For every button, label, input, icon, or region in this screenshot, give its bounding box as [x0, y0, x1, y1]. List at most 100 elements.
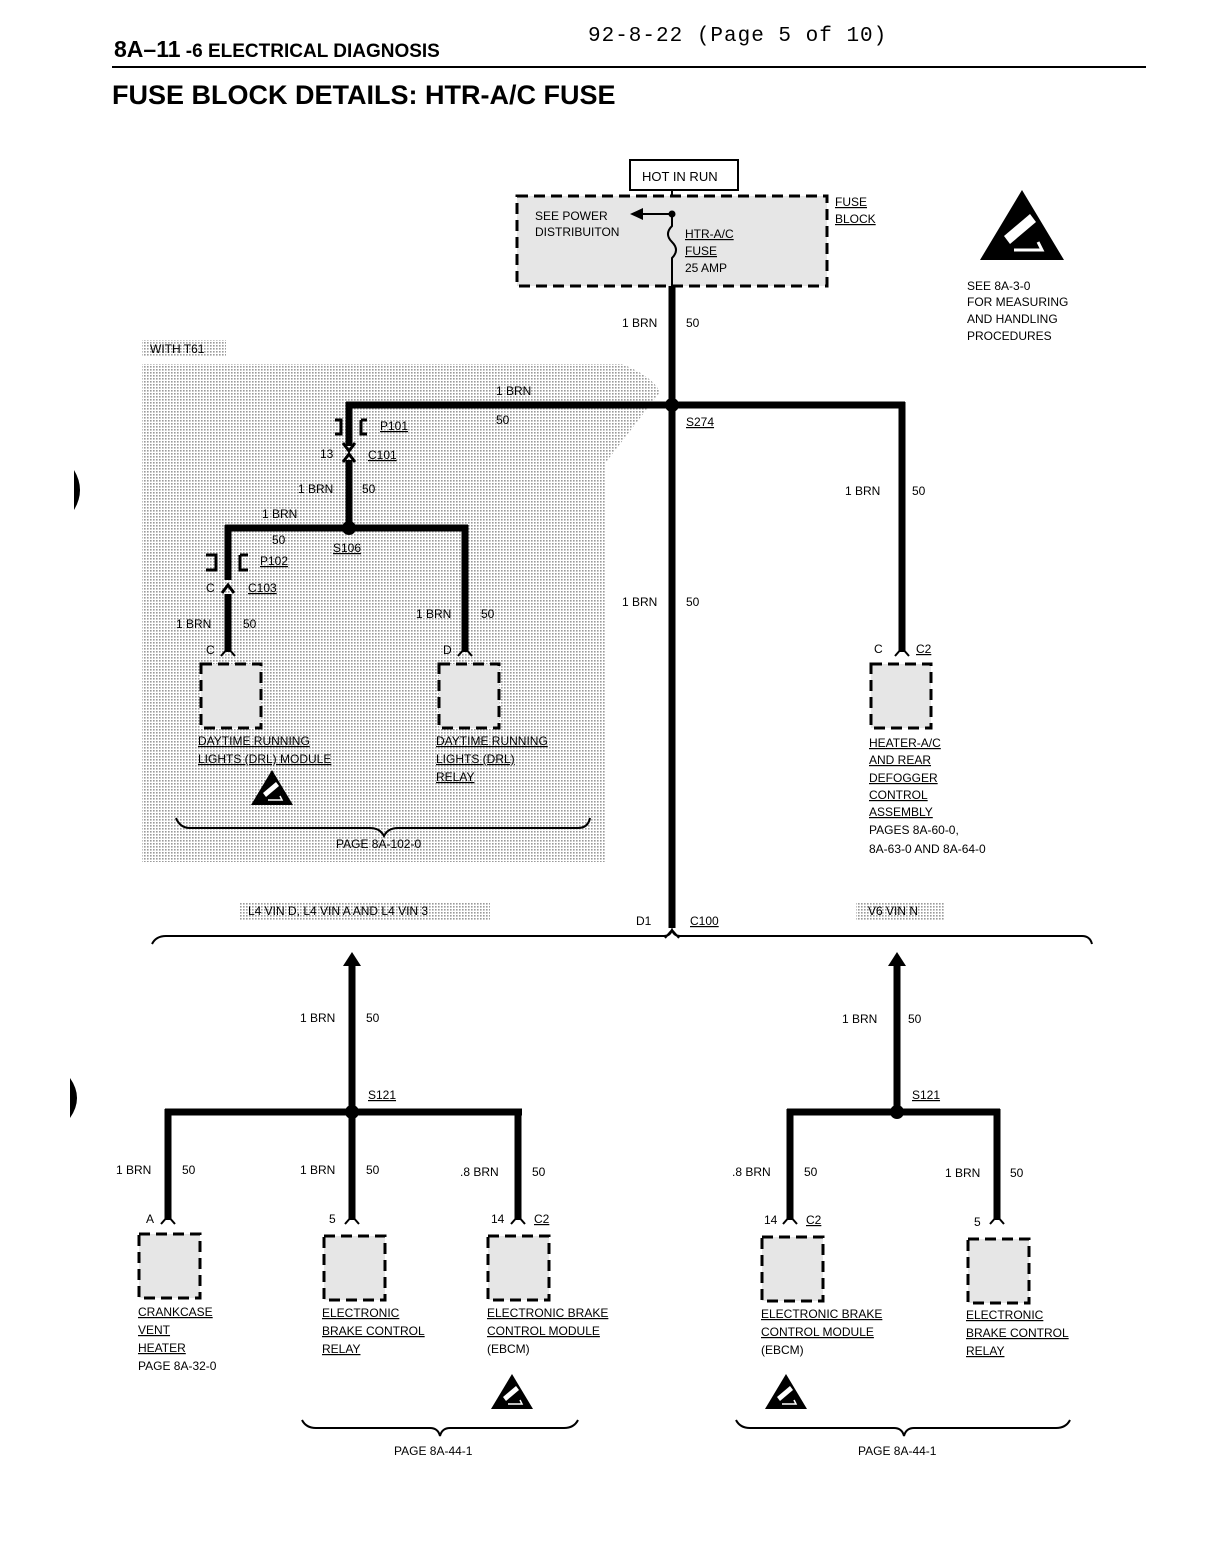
ebcm-left-connector [510, 1214, 526, 1225]
wire-circuit-trunk-1: 50 [686, 316, 700, 330]
wire-circuit-ebcr-left: 50 [366, 1163, 380, 1177]
ebcr-right-line-1: ELECTRONIC [966, 1308, 1044, 1322]
wire-label-ebcm-left: .8 BRN [460, 1165, 499, 1179]
wire-label-trunk-1: 1 BRN [622, 316, 657, 330]
p102-label: P102 [260, 554, 288, 568]
ebcr-right [966, 1237, 1031, 1305]
ebcm-right-line-2: CONTROL MODULE [761, 1325, 874, 1339]
ebcm-left-abbr: (EBCM) [487, 1342, 530, 1356]
wire-circuit-trunk-2: 50 [686, 595, 700, 609]
with-t61-tag: WITH T61 [150, 342, 205, 356]
wire-circuit-s106: 50 [272, 533, 286, 547]
wire-circuit-ebcm-left: 50 [532, 1165, 546, 1179]
ebcr-left-line-2: BRAKE CONTROL [322, 1324, 425, 1338]
page-title: FUSE BLOCK DETAILS: HTR-A/C FUSE [112, 80, 616, 110]
p101-connector-male [341, 442, 357, 454]
v6-s121-label: S121 [912, 1088, 940, 1102]
heater-conn: C2 [916, 642, 932, 656]
heater-pages-1: PAGES 8A-60-0, [869, 823, 959, 837]
v6-arrow [888, 952, 906, 966]
option-split-brace [151, 926, 1093, 945]
fuse-name-3: 25 AMP [685, 261, 727, 275]
heater-line-1: HEATER-A/C [869, 736, 941, 750]
heater-line-4: CONTROL [869, 788, 928, 802]
page-right: PAGE 8A-44-1 [858, 1444, 937, 1458]
ebcr-right-line-2: BRAKE CONTROL [966, 1326, 1069, 1340]
fuse-block-label-1: FUSE [835, 195, 867, 209]
wire-label-drl-feed: 1 BRN [298, 482, 333, 496]
drl-relay-line-3: RELAY [436, 770, 474, 784]
ebcr-right-line-3: RELAY [966, 1344, 1004, 1358]
wire-circuit-drl-feed: 50 [362, 482, 376, 496]
with-t61-region [142, 364, 660, 862]
esd-note-3: AND HANDLING [967, 312, 1058, 326]
fuse-name-1: HTR-A/C [685, 227, 734, 241]
wire-circuit-drl-relay: 50 [481, 607, 495, 621]
c101-pin: 13 [320, 447, 334, 461]
section-number: 8A–11 [114, 36, 181, 62]
s274-splice [665, 398, 679, 412]
ebcr-left-connector [344, 1214, 360, 1225]
heater-pages-2: 8A-63-0 AND 8A-64-0 [869, 842, 986, 856]
page-right-brace [735, 1419, 1071, 1437]
c103-pin: C [206, 581, 215, 595]
section-header: 8A–11 -6 ELECTRICAL DIAGNOSIS [114, 36, 440, 63]
wire-circuit-v6-feed: 50 [908, 1012, 922, 1026]
wire-label-l4-feed: 1 BRN [300, 1011, 335, 1025]
wire-label-drl-relay: 1 BRN [416, 607, 451, 621]
drl-module-pin: C [206, 643, 215, 657]
crankcase-pin: A [146, 1212, 154, 1226]
heater-connector [894, 646, 910, 657]
wire-circuit-t61: 50 [496, 413, 510, 427]
esd-note-4: PROCEDURES [967, 329, 1052, 343]
ebcm-right-conn: C2 [806, 1213, 822, 1227]
drl-relay [437, 662, 501, 730]
wire-label-heater: 1 BRN [845, 484, 880, 498]
hot-in-run-box [629, 159, 739, 191]
ebcm-left-line-2: CONTROL MODULE [487, 1324, 600, 1338]
esd-note-2: FOR MEASURING [967, 295, 1068, 309]
l4-s121-label: S121 [368, 1088, 396, 1102]
l4-vin-tag: L4 VIN D, L4 VIN A AND L4 VIN 3 [248, 904, 428, 918]
drl-relay-connector [457, 646, 473, 657]
wire-label-ebcm-right: .8 BRN [732, 1165, 771, 1179]
c101-label: C101 [368, 448, 397, 462]
l4-vin-tag-bg [240, 902, 490, 920]
esd-warning-icon [978, 188, 1066, 262]
ebcm-left-line-1: ELECTRONIC BRAKE [487, 1306, 608, 1320]
wire-circuit-l4-feed: 50 [366, 1011, 380, 1025]
crankcase-line-2: VENT [138, 1323, 171, 1337]
crankcase-line-1: CRANKCASE [138, 1305, 213, 1319]
crankcase-vent-heater [137, 1232, 202, 1300]
drl-module-connector [220, 646, 236, 657]
wire-circuit-ebcm-right: 50 [804, 1165, 818, 1179]
drl-relay-pin: D [443, 643, 452, 657]
see-power-1: SEE POWER [535, 209, 608, 223]
see-power-2: DISTRIBUITON [535, 225, 619, 239]
s274-label: S274 [686, 415, 714, 429]
c103-label: C103 [248, 581, 277, 595]
crankcase-line-3: HEATER [138, 1341, 186, 1355]
binding-hole-top [74, 470, 80, 510]
wire-circuit-ebcr-right: 50 [1010, 1166, 1024, 1180]
v6-vin-tag-bg [856, 902, 944, 920]
ebcr-left [322, 1234, 387, 1302]
ebcm-left-pin: 14 [491, 1212, 505, 1226]
c103-connector [220, 582, 236, 594]
c100-label: C100 [690, 914, 719, 928]
drl-page: PAGE 8A-102-0 [336, 837, 421, 851]
ebcr-left-pin: 5 [329, 1212, 336, 1226]
ebcm-left [486, 1234, 551, 1302]
header-rule [112, 66, 1146, 68]
v6-vin-tag: V6 VIN N [868, 904, 918, 918]
date-page-stamp: 92-8-22 (Page 5 of 10) [588, 25, 888, 48]
v6-s121-splice [890, 1105, 904, 1119]
page-left-brace [301, 1419, 579, 1437]
wire-label-ebcr-right: 1 BRN [945, 1166, 980, 1180]
wire-label-t61: 1 BRN [496, 384, 531, 398]
esd-note-1: SEE 8A-3-0 [967, 279, 1031, 293]
ebcm-right-pin: 14 [764, 1213, 778, 1227]
p102-bracket [206, 553, 248, 572]
drl-module-line-2: LIGHTS (DRL) MODULE [198, 752, 331, 766]
